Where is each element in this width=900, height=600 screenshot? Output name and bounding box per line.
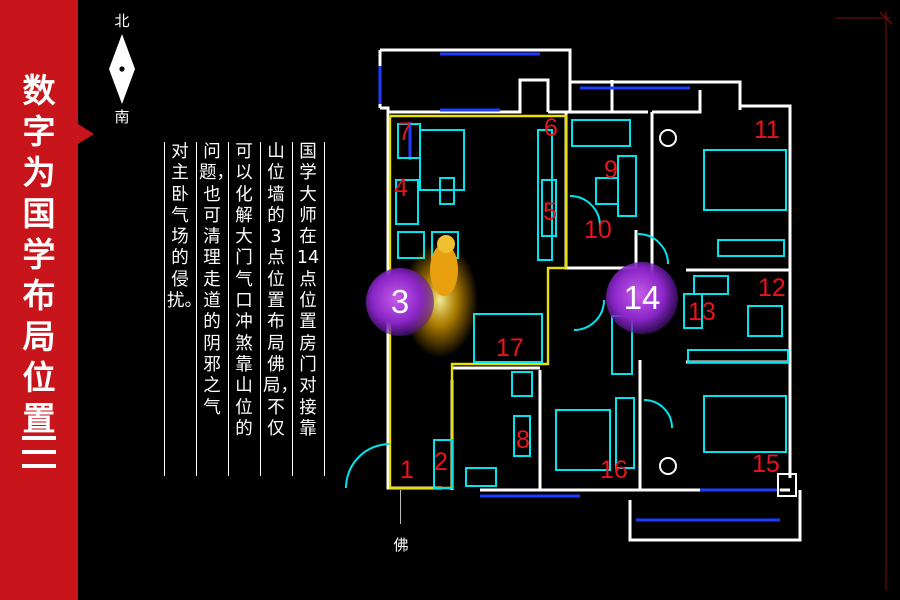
highlight-point-14: 14: [606, 262, 678, 334]
title-char: 置: [22, 399, 56, 438]
text-column-2: 山位墙的3点位置布局佛局，不仅: [263, 142, 298, 439]
position-number: 17: [496, 334, 524, 362]
text-divider: [324, 142, 325, 476]
position-number: 16: [600, 456, 628, 484]
shaft-icon: [777, 473, 797, 497]
buddha-head-icon: [437, 235, 455, 253]
text-divider: [228, 142, 229, 476]
title-char: 数: [22, 71, 56, 110]
sidebar: 数 字 为 国 学 布 局 位 置: [0, 0, 78, 600]
column-icon: [659, 129, 677, 147]
title-char: 国: [22, 194, 56, 233]
text-divider: [260, 142, 261, 476]
floor-plan: [345, 48, 802, 542]
text-column-4: 问题，也可清理走道的阴邪之气: [199, 142, 234, 418]
buddha-pointer-line: [400, 490, 401, 524]
buddha-glow: [402, 242, 478, 358]
position-number: 11: [754, 116, 780, 144]
furniture: [395, 119, 789, 489]
door-swings: [345, 195, 673, 489]
position-number: 13: [688, 298, 716, 326]
compass-north-label: 北: [114, 12, 130, 30]
windows: [378, 52, 780, 522]
text-column-3: 可以化解大门气口冲煞靠山位的: [235, 142, 253, 439]
column-icon: [659, 457, 677, 475]
position-number: 8: [516, 426, 530, 454]
position-number: 2: [434, 448, 448, 476]
living-zone-outline: [388, 114, 568, 490]
title-char: 字: [22, 112, 56, 151]
compass-needle-icon: [109, 34, 135, 104]
buddha-label: 佛: [393, 536, 409, 554]
text-divider: [164, 142, 165, 476]
position-number: 6: [544, 114, 558, 142]
title-char: 布: [22, 276, 56, 315]
position-number: 10: [584, 216, 612, 244]
compass-south-label: 南: [114, 108, 130, 126]
title-char: 为: [22, 153, 56, 192]
position-number: 15: [752, 450, 780, 478]
text-divider: [292, 142, 293, 476]
corner-frame-decoration: [836, 12, 892, 590]
highlight-point-3: 3: [366, 268, 434, 336]
title-char: 学: [22, 235, 56, 274]
position-number: 12: [758, 274, 786, 302]
compass: 北 南: [104, 10, 140, 128]
text-column-1: 国学大师在14点位置房门对接靠: [296, 142, 320, 439]
position-number: 1: [400, 456, 414, 484]
text-column-5: 对主卧气场的侵扰。: [167, 142, 202, 312]
text-divider: [196, 142, 197, 476]
sidebar-title: 数 字 为 国 学 布 局 位 置: [0, 70, 78, 439]
position-number: 5: [543, 198, 557, 226]
sidebar-pointer: [78, 124, 94, 144]
position-number: 9: [604, 156, 618, 184]
position-number: 7: [398, 118, 412, 146]
title-char: 局: [22, 317, 56, 356]
position-number: 4: [394, 174, 408, 202]
title-char: 位: [22, 358, 56, 397]
menu-icon[interactable]: [22, 436, 56, 468]
buddha-statue-icon: [430, 244, 458, 296]
